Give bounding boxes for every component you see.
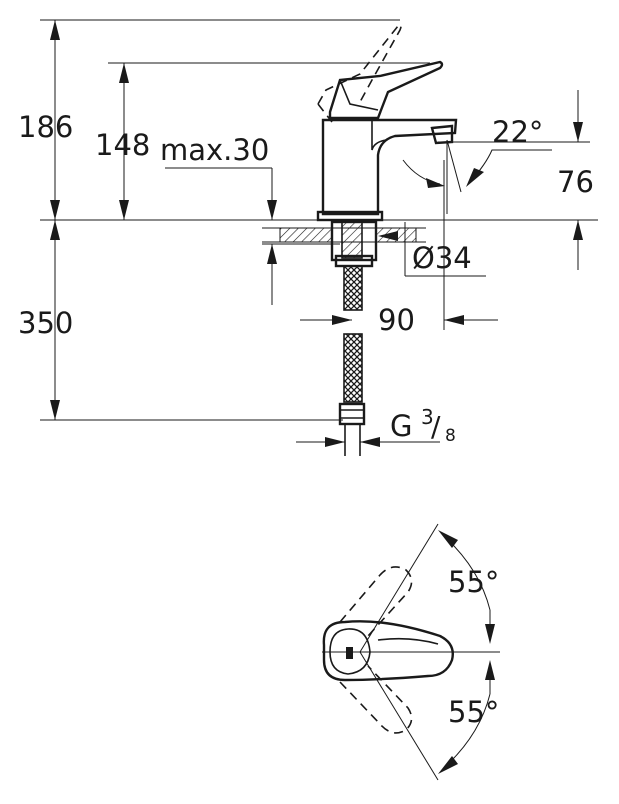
dimension-148-label: 148 xyxy=(95,128,150,162)
dimension-22deg-label: 22° xyxy=(492,115,543,149)
top-view: 55° 55° xyxy=(322,523,500,781)
dimension-max30-label: max.30 xyxy=(160,133,269,167)
angle-upper-label: 55° xyxy=(448,565,499,599)
dimension-186-label: 186 xyxy=(18,110,73,144)
dimension-186: 186 xyxy=(18,19,400,220)
dimension-76: 76 xyxy=(438,90,594,270)
dimension-90: 90 xyxy=(300,160,498,337)
dimension-76-label: 76 xyxy=(557,165,594,199)
dimension-148: 148 xyxy=(95,62,430,220)
faucet-body xyxy=(316,60,458,222)
lever-rotated-lower xyxy=(339,665,413,734)
lever-rotated-upper xyxy=(339,566,413,637)
handle-open-position xyxy=(317,23,402,123)
thread-g-label: G xyxy=(390,409,412,443)
dimension-22deg: 22° xyxy=(402,115,552,214)
dimension-350-label: 350 xyxy=(18,306,73,340)
side-view: 186 148 max.30 22° xyxy=(18,19,598,456)
dimension-max30: max.30 xyxy=(160,133,340,305)
angle-lower: 55° xyxy=(438,660,499,774)
fixing-assembly xyxy=(330,220,378,456)
thread-slash: / xyxy=(431,410,441,443)
angle-lower-label: 55° xyxy=(448,695,499,729)
lever-top xyxy=(322,620,454,682)
dimension-thread: G 3 / 8 xyxy=(296,405,456,447)
thread-denominator: 8 xyxy=(445,426,456,446)
angle-upper: 55° xyxy=(438,530,499,644)
thread-numerator: 3 xyxy=(421,405,434,429)
dimension-diameter34-label: Ø34 xyxy=(412,241,472,275)
dimension-thread-label: G xyxy=(390,409,412,443)
dimension-350: 350 xyxy=(18,220,343,421)
dimension-diameter34: Ø34 xyxy=(378,222,486,277)
dimension-90-label: 90 xyxy=(378,303,415,337)
